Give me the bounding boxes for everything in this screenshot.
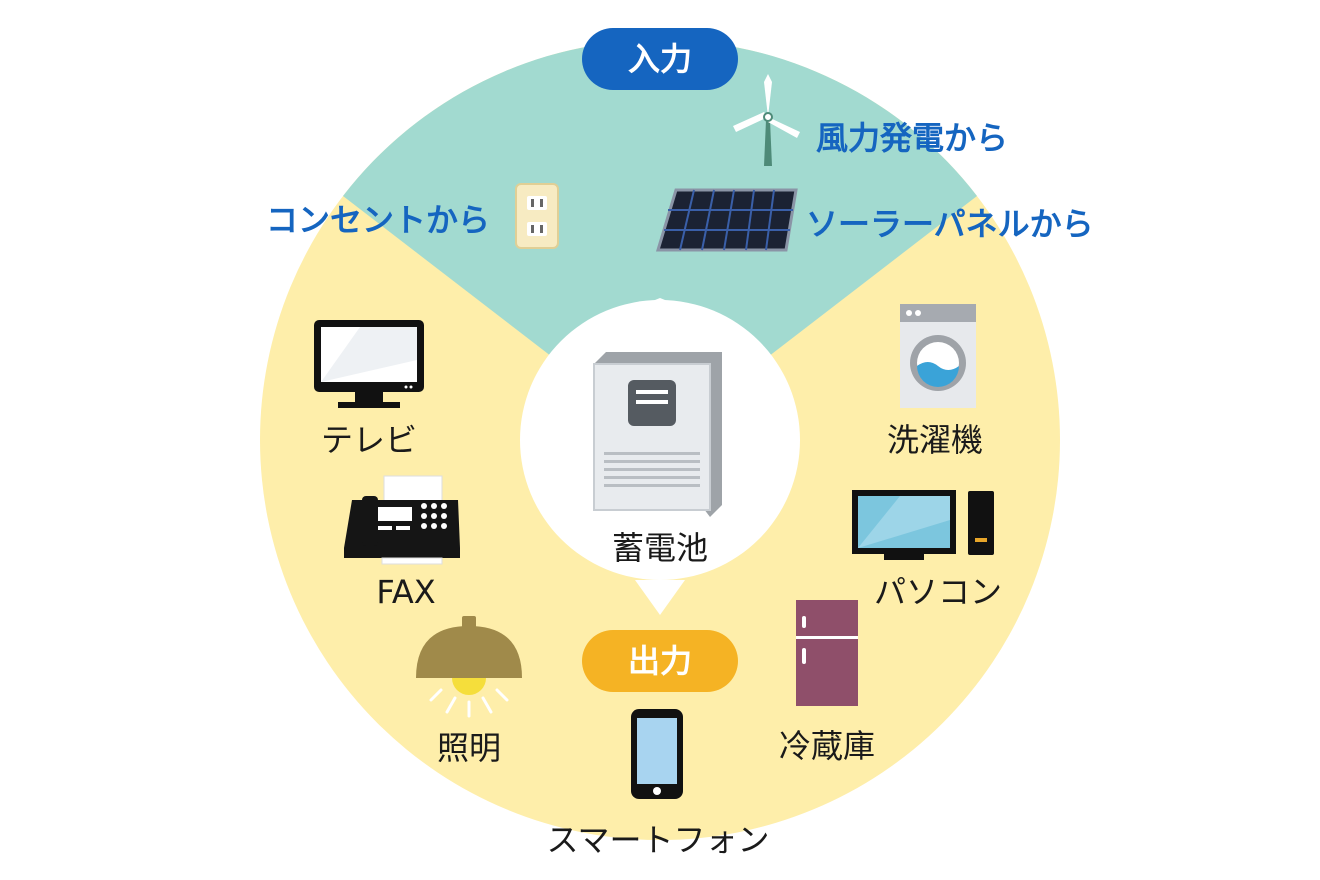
light-label: 照明 (436, 729, 502, 767)
output-badge: 出力 (582, 630, 738, 692)
wind-power-label: 風力発電から (816, 119, 1009, 157)
fridge-label: 冷蔵庫 (778, 727, 876, 765)
pc-label: パソコン (873, 573, 1003, 611)
fax-icon (344, 475, 460, 565)
smartphone-label: スマートフォン (546, 821, 770, 859)
outlet-label: コンセントから (266, 201, 491, 239)
ceiling-light-icon (416, 616, 522, 718)
tv-icon (314, 320, 424, 408)
battery-unit-icon (593, 352, 722, 517)
storage-battery-label: 蓄電池 (611, 529, 709, 567)
outlet-icon (515, 183, 559, 249)
washer-label: 洗濯機 (886, 421, 984, 459)
fax-label: FAX (376, 573, 436, 611)
solar-panel-icon (655, 188, 798, 252)
refrigerator-icon (796, 600, 858, 706)
input-badge: 入力 (582, 28, 738, 90)
wind-turbine-icon (733, 74, 800, 166)
smartphone-icon (631, 709, 683, 799)
pc-icon (852, 490, 994, 560)
tv-label: テレビ (320, 421, 418, 459)
solar-panel-label: ソーラーパネルから (806, 205, 1094, 243)
washing-machine-icon (900, 304, 976, 408)
